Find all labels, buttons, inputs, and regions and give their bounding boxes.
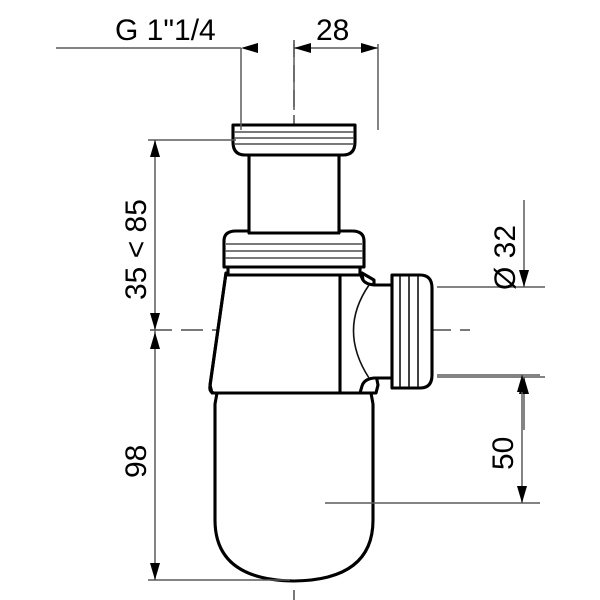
inlet-tube-body (247, 153, 341, 235)
outlet-spigot (338, 271, 395, 395)
height-range-arrow-top (150, 140, 160, 157)
dimension-outlet-height: 50 (325, 374, 540, 504)
union-nut-collar (226, 265, 362, 277)
outlet-diameter-label: Ø 32 (489, 225, 522, 290)
offset-arrow-right (361, 43, 378, 53)
dimension-height-range: 35 < 85 (120, 139, 236, 330)
inlet-cap-nut (231, 123, 357, 157)
trap-bowl (213, 391, 375, 583)
top-offset-label: 28 (316, 14, 349, 47)
dimension-thread-size: G 1"1/4 (56, 14, 258, 130)
thread-size-label: G 1"1/4 (115, 14, 216, 47)
depth-arrow-bottom (150, 563, 160, 580)
outlet-height-arrow-bottom (517, 486, 527, 503)
union-nut (222, 229, 366, 277)
dimension-depth: 98 (120, 330, 290, 581)
depth-arrow-top (150, 332, 160, 349)
dimension-top-offset: 28 (293, 14, 379, 130)
height-range-label: 35 < 85 (120, 199, 153, 300)
outlet-height-arrow-top (517, 375, 527, 392)
height-range-arrow-bottom (150, 313, 160, 330)
depth-label: 98 (120, 445, 153, 478)
dimension-outlet-diameter: Ø 32 (437, 200, 545, 430)
diameter-arrow-top (519, 270, 529, 287)
thread-size-arrow (241, 43, 258, 53)
outlet-end-cap (390, 273, 434, 390)
offset-arrow-left (294, 43, 311, 53)
inlet-telescopic-tube (247, 153, 341, 235)
outlet-height-label: 50 (487, 437, 520, 470)
